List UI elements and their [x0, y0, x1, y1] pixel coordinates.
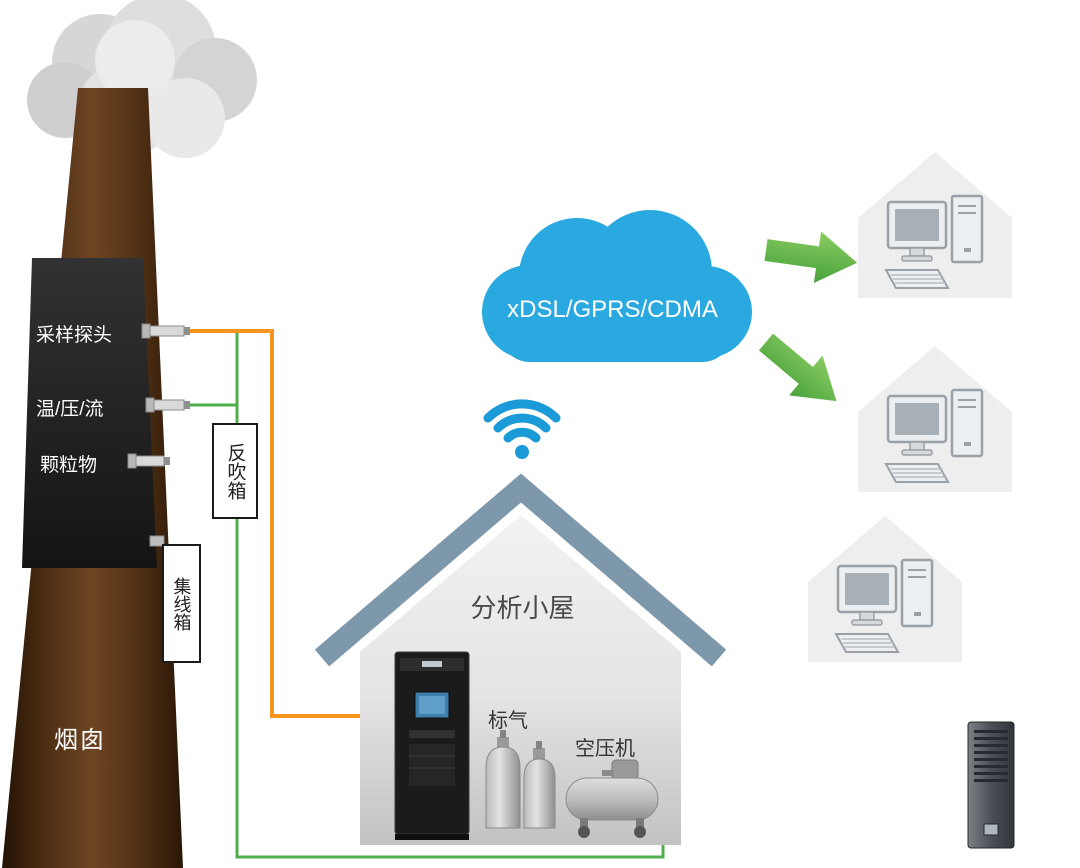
- wifi-icon: [483, 399, 561, 459]
- chimney-body: [2, 88, 183, 868]
- probe-sampling-icon: [141, 323, 190, 339]
- label-junction-box: 集线箱: [171, 576, 192, 631]
- label-sampling-probe: 采样探头: [36, 325, 113, 346]
- label-chimney: 烟囱: [54, 727, 106, 754]
- chimney-panel: [22, 258, 157, 568]
- monitor-station-2: [858, 346, 1012, 492]
- junction-box: [162, 544, 201, 663]
- blowback-box: [212, 423, 258, 519]
- label-temp-press-flow: 温/压/流: [36, 399, 104, 420]
- server-icon: [967, 721, 1015, 849]
- label-standard-gas: 标气: [488, 710, 528, 732]
- label-analysis-house: 分析小屋: [470, 593, 575, 623]
- probe-particulate-icon: [127, 453, 170, 469]
- air-compressor-icon: [565, 759, 659, 838]
- label-particulate: 颗粒物: [40, 455, 98, 476]
- arrow-to-station-2: [758, 333, 837, 402]
- network-cloud: [482, 210, 752, 362]
- gas-cylinder-icons: [485, 730, 556, 829]
- probe-tpf-icon: [145, 397, 190, 413]
- analyzer-cabinet-icon: [394, 651, 470, 840]
- label-air-compressor: 空压机: [575, 738, 635, 760]
- label-cloud-network: xDSL/GPRS/CDMA: [507, 296, 718, 323]
- junction-box-connector: [149, 535, 165, 547]
- sample-line-orange: [188, 329, 362, 718]
- monitor-station-1: [858, 152, 1012, 298]
- monitor-station-3: [808, 516, 962, 662]
- label-blowback-box: 反吹箱: [224, 442, 246, 500]
- house-roof: [314, 473, 727, 667]
- arrow-to-station-1: [764, 231, 858, 283]
- smoke-icon: [27, 0, 257, 158]
